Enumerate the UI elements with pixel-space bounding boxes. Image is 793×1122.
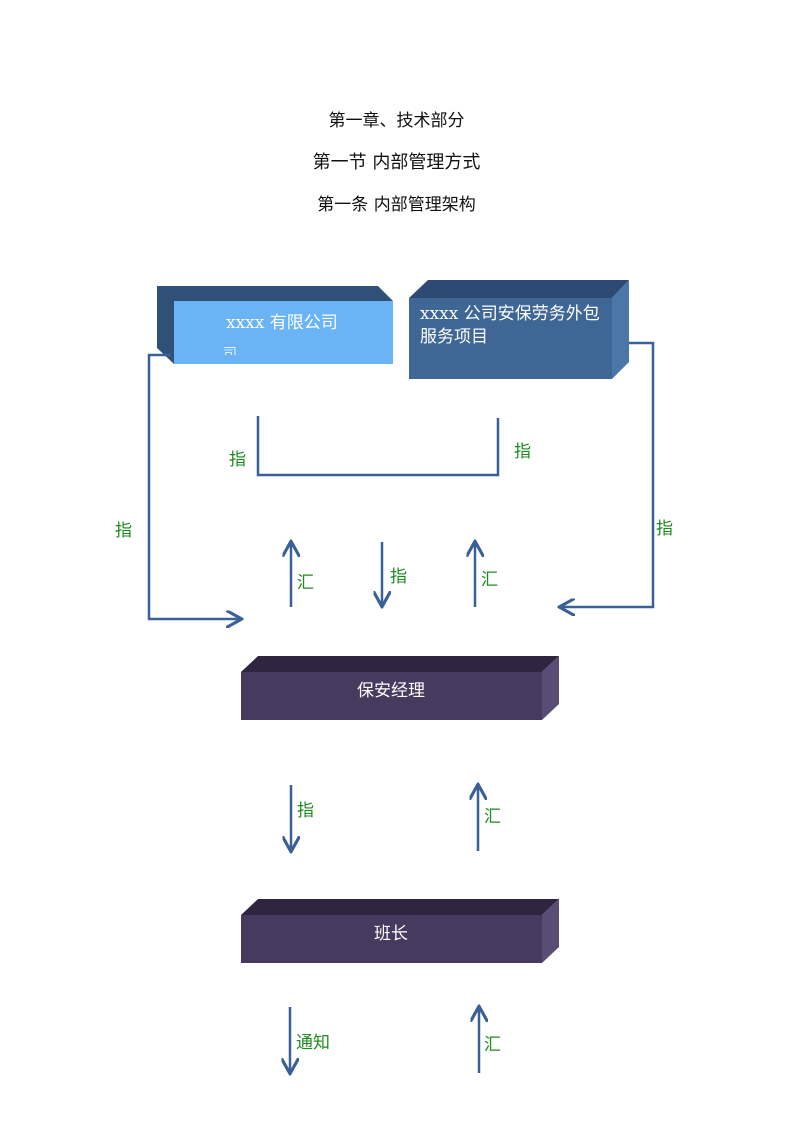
team-leader-box bbox=[241, 899, 559, 963]
bottom-notify-label: 通知 bbox=[296, 1033, 330, 1053]
outer-right-label: 指 bbox=[656, 519, 673, 539]
manager-box bbox=[241, 656, 559, 720]
company-box-label: xxxx 有限公司 bbox=[226, 313, 338, 333]
bracket-left-label: 指 bbox=[229, 450, 246, 470]
mid-report-right-label: 汇 bbox=[481, 570, 498, 590]
company-box bbox=[157, 286, 393, 364]
bottom-report-label: 汇 bbox=[484, 1035, 501, 1055]
outer-left-label: 指 bbox=[115, 521, 132, 541]
top-bracket-connector bbox=[256, 416, 500, 477]
chapter-heading: 第一章、技术部分 bbox=[328, 111, 465, 131]
mid-direct-label: 指 bbox=[390, 567, 407, 587]
section-heading: 第一节 内部管理方式 bbox=[312, 152, 481, 173]
article-heading: 第一条 内部管理架构 bbox=[317, 195, 476, 215]
lower-report-label: 汇 bbox=[484, 807, 501, 827]
team-leader-box-label: 班长 bbox=[374, 924, 408, 944]
outer-left-arrow bbox=[147, 353, 240, 619]
lower-direct-label: 指 bbox=[297, 801, 314, 821]
mid-report-left-label: 汇 bbox=[297, 573, 314, 593]
bracket-right-label: 指 bbox=[514, 442, 531, 462]
outer-right-arrow bbox=[561, 341, 655, 607]
outsource-box bbox=[409, 280, 629, 379]
company-box-overflow-text: 司 bbox=[223, 346, 237, 355]
manager-box-label: 保安经理 bbox=[357, 681, 425, 701]
outsource-box-label: xxxx 公司安保劳务外包服务项目 bbox=[420, 304, 600, 347]
